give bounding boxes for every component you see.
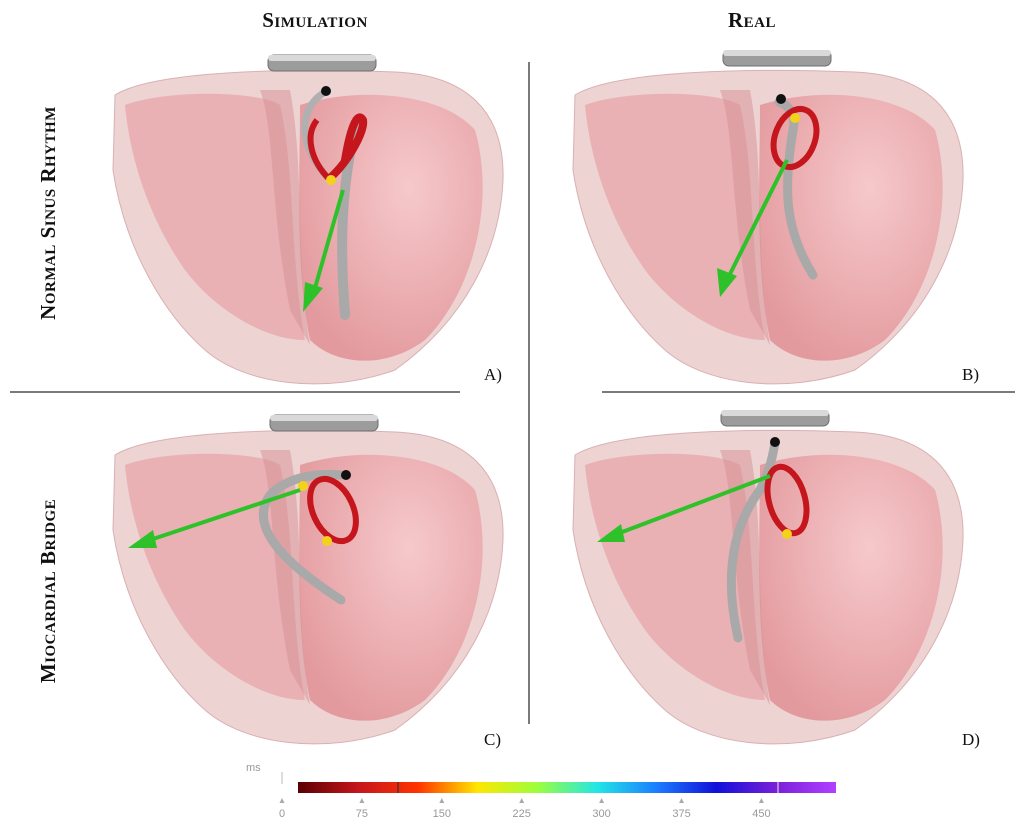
panel-b-heart-rendering [555, 50, 975, 390]
marker-black [341, 470, 351, 480]
marker-yellow [782, 529, 792, 539]
colorbar-tick-300 [599, 798, 604, 803]
colorbar-tick-label: 300 [592, 808, 610, 820]
marker-yellow [790, 113, 800, 123]
marker-black [321, 86, 331, 96]
panel-label-b: B) [962, 365, 979, 385]
colorbar-tick-label: 75 [356, 808, 368, 820]
colorbar-tick-label: 375 [672, 808, 690, 820]
horizontal-separator-left [10, 391, 460, 393]
marker-yellow-2 [322, 536, 332, 546]
column-header-simulation: Simulation [240, 8, 390, 33]
colorbar-tick-label: 0 [279, 808, 285, 820]
panel-label-d: D) [962, 730, 980, 750]
marker-black [776, 94, 786, 104]
vertical-separator [528, 62, 530, 724]
colorbar-tick-label: 225 [513, 808, 531, 820]
column-header-real: Real [692, 8, 812, 33]
marker-black [770, 437, 780, 447]
colorbar: ms 075150225300375450 [240, 762, 860, 820]
colorbar-tick-75 [359, 798, 364, 803]
panel-d-heart-rendering [555, 410, 975, 750]
row-header-miocardial-bridge: Miocardial Bridge [36, 441, 62, 741]
colorbar-tick-150 [439, 798, 444, 803]
colorbar-tick-0 [280, 798, 285, 803]
colorbar-tick-450 [759, 798, 764, 803]
colorbar-tick-375 [679, 798, 684, 803]
colorbar-tick-label: 450 [752, 808, 770, 820]
horizontal-separator-right [602, 391, 1015, 393]
colorbar-tick-225 [519, 798, 524, 803]
panel-c-heart-rendering [95, 410, 515, 750]
row-header-normal-sinus-rhythm: Normal Sinus Rhythm [36, 63, 62, 363]
marker-yellow [326, 175, 336, 185]
panel-label-c: C) [484, 730, 501, 750]
colorbar-tick-label: 150 [433, 808, 451, 820]
panel-label-a: A) [484, 365, 502, 385]
panel-a-heart-rendering [95, 50, 515, 390]
right-chamber [299, 95, 482, 361]
colorbar-gradient [240, 762, 860, 808]
